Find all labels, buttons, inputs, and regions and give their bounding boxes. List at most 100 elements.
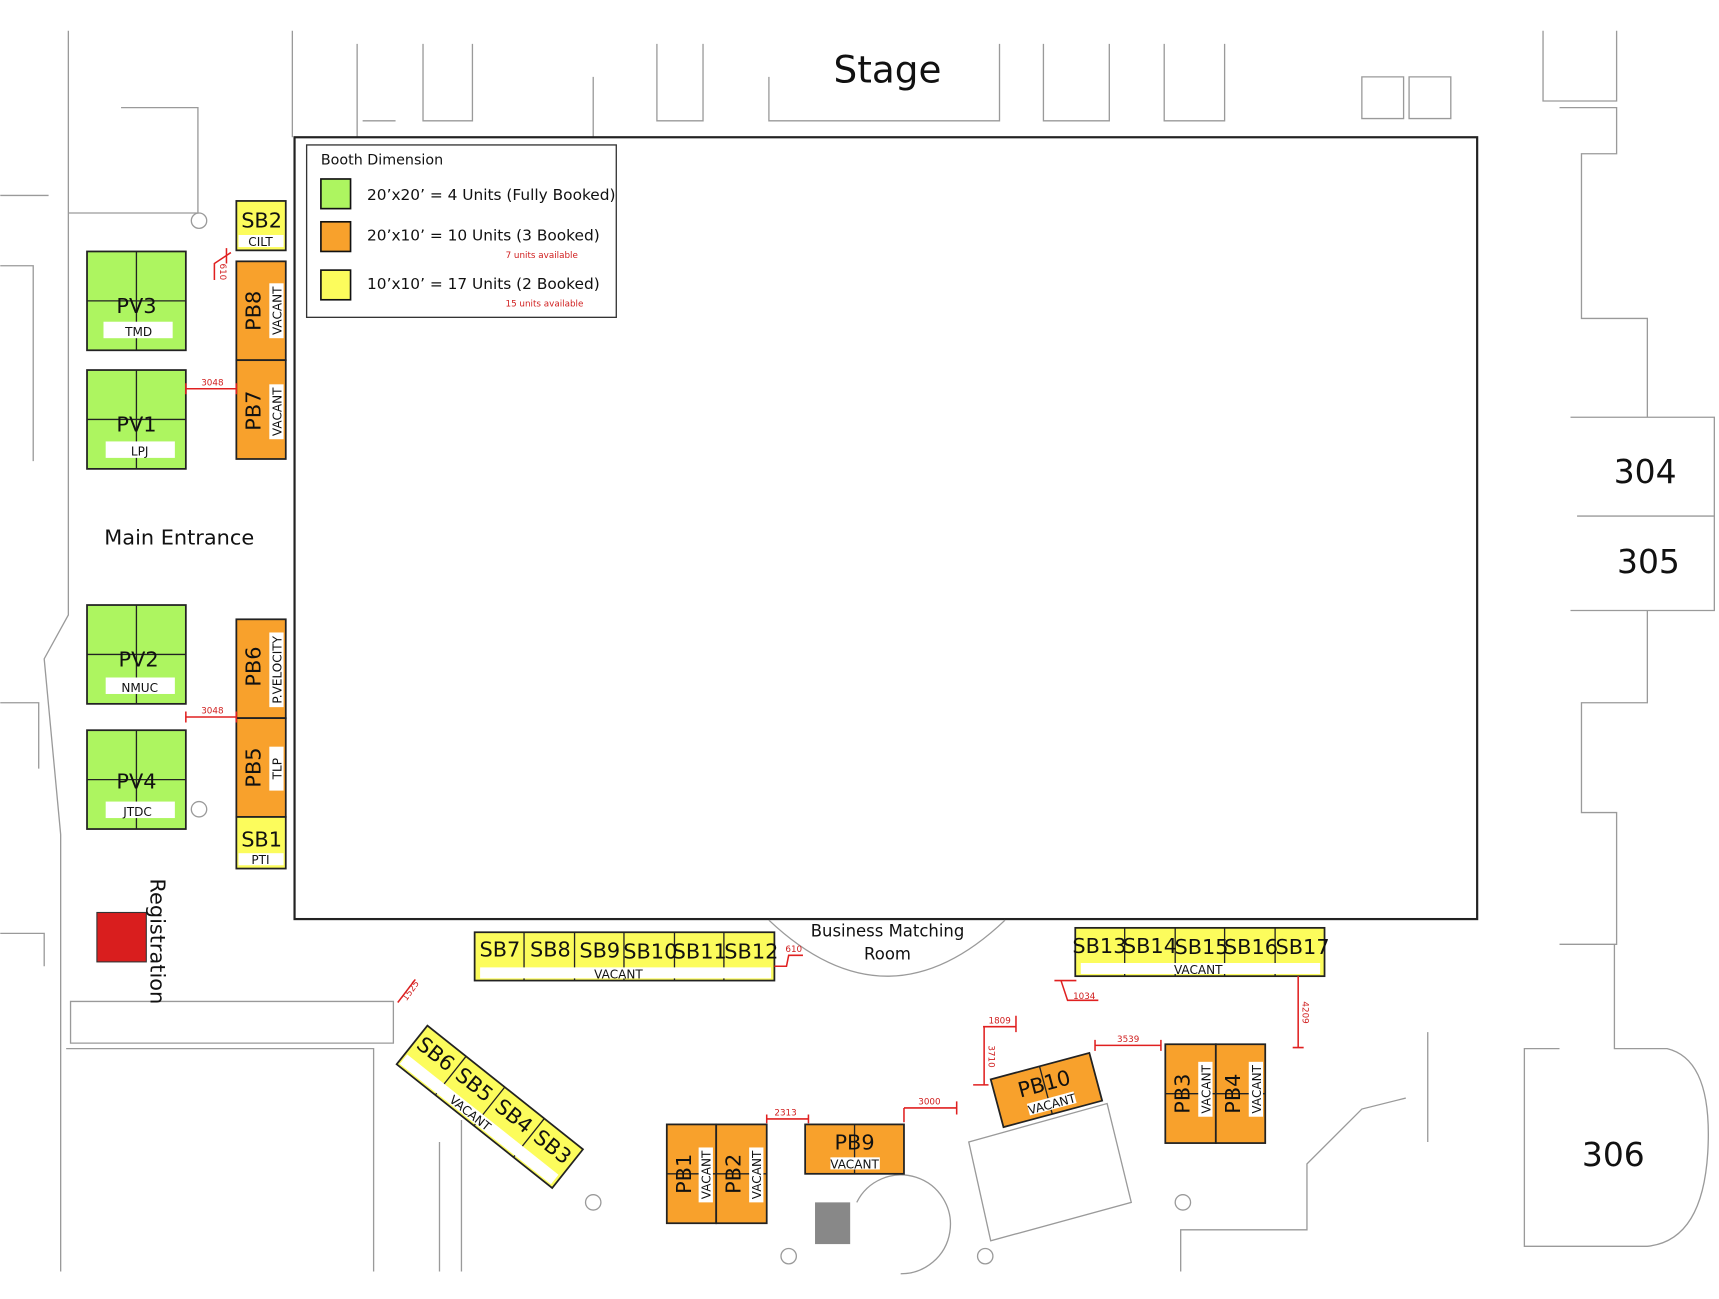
plan-line (1174, 1194, 1192, 1211)
tenant-tag-background (830, 1157, 880, 1170)
booth-pv3[interactable]: PV3 TMD (86, 250, 187, 352)
plan-line (780, 1247, 798, 1265)
booth-pb5[interactable]: PB5 TLP (235, 717, 287, 818)
booth-id-label: PB4 (1221, 1074, 1245, 1114)
booth-tenant-label: PTI (251, 853, 269, 867)
booth-id-label: SB8 (530, 937, 571, 961)
booth-id-label: SB16 (1224, 935, 1278, 959)
booth-pb4[interactable]: PB4 VACANT (1214, 1043, 1267, 1144)
dimension-label: 610 (217, 264, 227, 281)
booth-row-sb7-sb12[interactable]: SB7 SB8 SB9 SB10 SB11 SB12 VACANT (473, 931, 779, 982)
booth-tenant-label: VACANT (830, 1157, 879, 1171)
main-entrance-label: Main Entrance (104, 526, 254, 550)
plan-line (1094, 1039, 1162, 1051)
plan-line (1292, 976, 1304, 1049)
plan-line (774, 954, 803, 968)
dimension-label: 3048 (201, 707, 223, 717)
booth-pb3[interactable]: PB3 VACANT (1164, 1043, 1217, 1144)
plan-line (185, 711, 238, 723)
legend-title: Booth Dimension (321, 153, 443, 169)
booth-pb8[interactable]: PB8 VACANT (235, 260, 287, 362)
booth-tenant-label: VACANT (1250, 1064, 1264, 1113)
tenant-tag-background (269, 746, 284, 791)
plan-line (523, 932, 725, 981)
dimension-label: 610 (785, 945, 802, 955)
booth-id-label: SB11 (673, 940, 727, 964)
plan-line (66, 1000, 463, 1272)
booth-pb10[interactable]: PB10 VACANT (989, 1051, 1104, 1129)
booth-id-label: SB9 (579, 939, 620, 963)
plan-line (903, 1101, 958, 1123)
business-matching-label: Business Matching (811, 922, 965, 941)
tenant-tag-background (269, 283, 284, 339)
tenant-tag-background (1248, 1061, 1264, 1117)
plan-line (397, 978, 416, 1003)
plan-line (973, 1026, 989, 1086)
booth-pb7[interactable]: PB7 VACANT (235, 359, 287, 460)
tenant-tag-background (269, 384, 284, 440)
plan-line (190, 800, 208, 818)
booth-pv1[interactable]: PV1 LPJ (86, 369, 187, 470)
booth-id-label: SB14 (1123, 934, 1177, 958)
booth-pb1[interactable]: PB1 VACANT (665, 1123, 718, 1225)
booth-id-label: PV1 (116, 413, 156, 437)
dimension-label: 4209 (1300, 1001, 1310, 1023)
booth-id-label: SB12 (724, 940, 778, 964)
plan-line (1542, 30, 1715, 945)
booth-id-label: PB3 (1170, 1074, 1194, 1114)
booth-row-sb6-sb3[interactable]: SB6 SB5 SB4 SB3 VACANT (395, 1024, 585, 1190)
booth-tenant-label: P.VELOCITY (270, 635, 284, 703)
booth-tenant-label: TLP (270, 758, 284, 780)
booth-tenant-label: VACANT (594, 967, 643, 981)
booth-sb2[interactable]: SB2 CILT (235, 200, 287, 252)
dimension-label: 1809 (989, 1016, 1011, 1026)
booth-id-label: PB6 (242, 646, 266, 686)
booth-tenant-label: VACANT (1199, 1064, 1213, 1113)
plan-line (856, 1174, 952, 1275)
legend-item: 20’x10’ = 10 Units (3 Booked) (367, 226, 600, 244)
tenant-tag-background (399, 1054, 559, 1185)
booth-row-sb13-sb17[interactable]: SB13 SB14 SB15 SB16 SB17 VACANT (1072, 926, 1330, 978)
plan-line (976, 1247, 994, 1265)
tenant-tag-background (105, 801, 175, 819)
tenant-tag-background (238, 853, 284, 866)
dimension-label: 1525 (401, 979, 422, 1003)
building-outline (0, 30, 1715, 1275)
booth-pb6[interactable]: PB6 P.VELOCITY (235, 618, 287, 720)
tenant-tag-background (1026, 1091, 1077, 1116)
booth-id-label: SB1 (241, 828, 282, 852)
dimension-label: 3048 (201, 378, 223, 388)
tenant-tag-background (1198, 1061, 1213, 1117)
room-304-label: 304 (1614, 452, 1677, 491)
pillar (815, 1202, 851, 1245)
plan-line (1124, 927, 1276, 977)
plan-line (1180, 1032, 1429, 1272)
booth-sb1[interactable]: SB1 PTI (235, 816, 287, 870)
booth-id-label: PB8 (242, 291, 266, 331)
legend-item: 10’x10’ = 17 Units (2 Booked) (367, 275, 600, 293)
booth-id-label: PB2 (721, 1154, 745, 1194)
booth-tenant-label: VACANT (1174, 963, 1223, 977)
booth-id-label: SB2 (241, 208, 282, 232)
booth-id-label: SB10 (623, 940, 677, 964)
stage-label: Stage (834, 47, 942, 91)
tenant-tag-background (103, 321, 173, 339)
tenant-tag-background (105, 441, 175, 458)
legend-note: 7 units available (506, 251, 578, 261)
plan-line (291, 30, 1452, 138)
dimension-label: 3000 (918, 1098, 940, 1108)
tenant-tag-background (238, 234, 284, 248)
dimension-label: 1034 (1073, 992, 1096, 1002)
plan-line (213, 248, 232, 281)
booth-pb9[interactable]: PB9 VACANT (804, 1123, 905, 1175)
booth-pv2[interactable]: PV2 NMUC (86, 604, 187, 705)
booth-tenant-label: VACANT (750, 1150, 764, 1199)
booth-tenant-label: VACANT (270, 286, 284, 335)
plan-line (584, 1194, 602, 1211)
room-305-label: 305 (1617, 542, 1680, 581)
booth-pv4[interactable]: PV4 JTDC (86, 729, 187, 830)
booth-shape (305, 144, 617, 318)
business-matching-room-outline (768, 919, 1006, 977)
booth-pb2[interactable]: PB2 VACANT (715, 1123, 768, 1225)
plan-line (765, 1114, 810, 1124)
